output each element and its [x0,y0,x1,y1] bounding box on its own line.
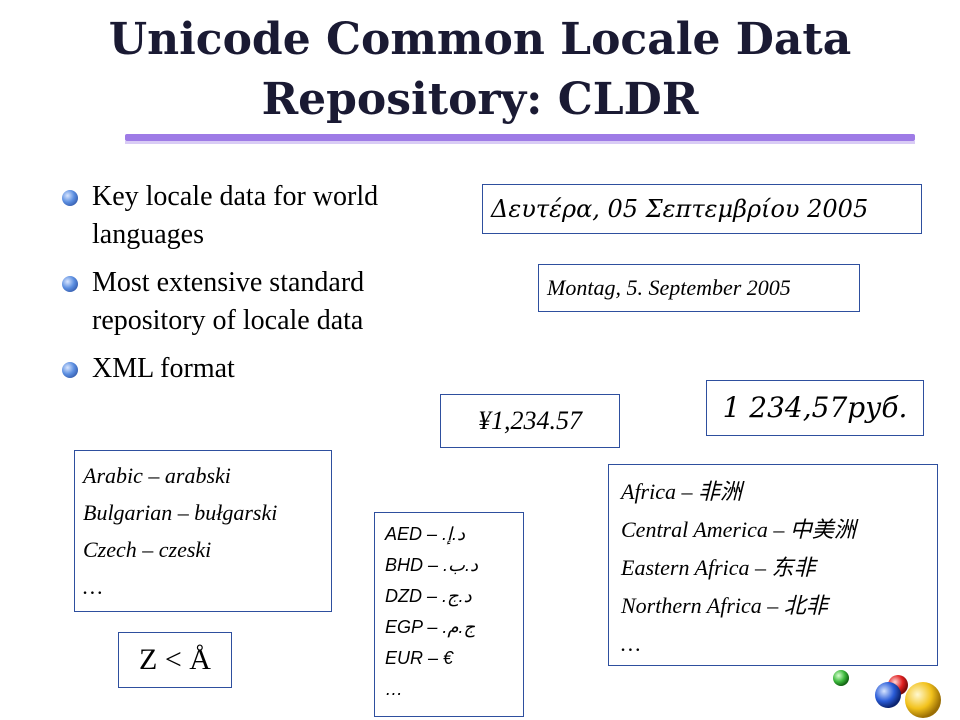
currency-symbol-line: EGP – ج.م.‏ [385,617,476,637]
collation-sample: Z < Å [118,632,232,688]
region-names-sample: Africa – 非洲 Central America – 中美洲 Easter… [608,464,938,666]
currency-symbols-sample: AED – د.إ.‏ BHD – د.ب.‏ DZD – د.ج.‏ EGP … [374,512,524,717]
currency-symbol-line: … [385,679,403,699]
currency-symbol-line: DZD – د.ج.‏ [385,586,472,606]
title-underline [125,134,915,144]
language-name-line: Czech – czeski [83,537,212,562]
bullet-item: Key locale data for world languages [62,178,462,254]
bullet-text: Most extensive standard repository of lo… [92,267,365,336]
currency-symbol-line: BHD – د.ب.‏ [385,555,478,575]
bullet-text: Key locale data for world languages [92,181,379,250]
region-name-line: Eastern Africa – 东非 [621,555,816,580]
sphere-bullet-icon [62,276,78,292]
language-name-line: Bulgarian – bułgarski [83,500,278,525]
german-date-sample: Montag, 5. September 2005 [538,264,860,312]
yen-currency-sample: ¥1,234.57 [440,394,620,448]
bullet-text: XML format [92,353,235,384]
language-names-sample: Arabic – arabski Bulgarian – bułgarski C… [74,450,332,612]
greek-date-sample: Δευτέρα, 05 Σεπτεμβρίου 2005 [482,184,922,234]
slide-title-line-1: Unicode Common Locale Data [108,14,852,65]
bullet-list: Key locale data for world languages Most… [62,178,462,398]
region-name-line: … [621,631,641,656]
region-name-line: Africa – 非洲 [621,479,742,504]
sphere-bullet-icon [62,362,78,378]
language-name-line: … [83,574,103,599]
sphere-bullet-icon [62,190,78,206]
language-name-line: Arabic – arabski [83,463,231,488]
colored-spheres-logo-icon [833,670,941,718]
bullet-item: XML format [62,350,462,388]
bullet-item: Most extensive standard repository of lo… [62,264,462,340]
slide-title-line-2: Repository: CLDR [261,74,699,125]
currency-symbol-line: EUR – € [385,648,454,668]
ruble-currency-sample: 1 234,57руб. [706,380,924,436]
slide-title: Unicode Common Locale Data Repository: C… [0,10,960,130]
region-name-line: Northern Africa – 北非 [621,593,828,618]
currency-symbol-line: AED – د.إ.‏ [385,524,466,544]
region-name-line: Central America – 中美洲 [621,517,856,542]
